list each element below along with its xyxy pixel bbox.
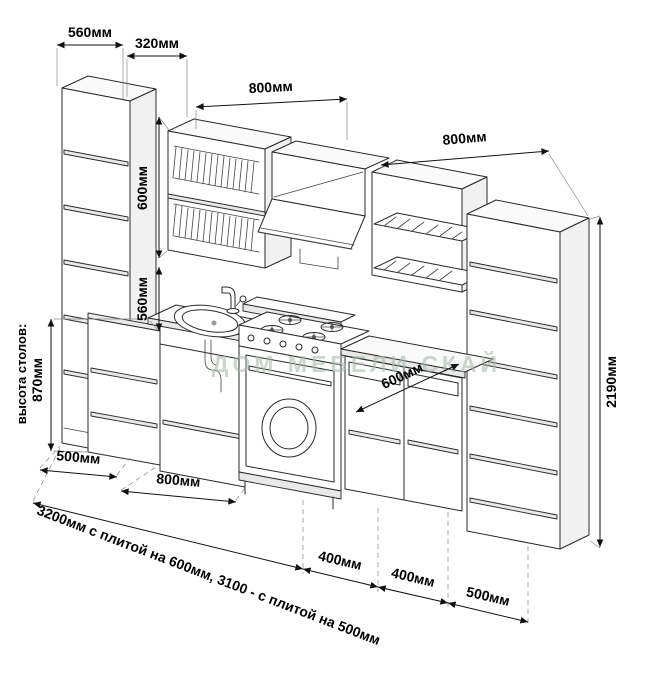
plate-rack-lower — [172, 203, 260, 253]
base-left-front — [87, 317, 161, 466]
burner — [320, 322, 344, 332]
faucet — [221, 286, 247, 314]
burner — [278, 315, 302, 325]
right-cab-shelves — [469, 261, 558, 520]
stove-feet — [244, 480, 334, 510]
glass-hatch-1 — [383, 216, 463, 240]
dim-line-500-bottom-left — [39, 467, 118, 480]
base-unit-2-front — [403, 366, 463, 512]
sink-drain — [211, 320, 217, 326]
dim-2190-label: 2190мм — [603, 356, 619, 408]
watermark-text: ДОМ МЕБЕЛИ СКАЙ — [212, 350, 501, 377]
dim-line-800-mid — [195, 95, 348, 111]
dim-500-bl-label: 500мм — [56, 447, 101, 467]
oven-window — [261, 398, 317, 458]
plate-rack-upper — [172, 145, 260, 195]
extension-lines — [32, 48, 601, 627]
base-cabinet-left — [87, 312, 161, 466]
dim-560-left-label: 560мм — [134, 277, 150, 321]
dim-560-top-label: 560мм — [68, 24, 112, 40]
dim-400-b-label: 400мм — [390, 564, 437, 590]
dim-line-400-a — [302, 567, 379, 589]
control-knobs — [247, 334, 319, 354]
base-unit-2-shelf — [407, 439, 459, 455]
right-cab-front — [466, 213, 561, 550]
dim-line-800-bottom — [120, 488, 237, 505]
oven-door-frame — [245, 354, 335, 483]
glass-shelf-cabinet — [371, 159, 488, 293]
dim-500-c-label: 500мм — [465, 583, 512, 609]
total-length-note: 3200мм с плитой на 600мм, 3100 - с плито… — [35, 502, 383, 648]
dim-line-600-counter — [355, 363, 460, 413]
dim-870-label: 870мм — [29, 358, 45, 402]
hood-handle — [258, 227, 355, 250]
dim-line-500-c — [447, 601, 529, 624]
counter-height-caption: высота столов: — [14, 324, 29, 425]
dim-400-a-label: 400мм — [317, 547, 364, 573]
hood-cabinet — [257, 140, 390, 270]
stove — [238, 296, 370, 510]
dim-line-400-b — [377, 585, 449, 605]
stove-base — [238, 471, 342, 500]
dim-320-top-label: 320мм — [135, 35, 179, 51]
dim-line-800-right — [380, 148, 550, 168]
dim-800-bl-label: 800мм — [156, 470, 201, 490]
drain-pipe — [204, 339, 222, 393]
hood-underside — [299, 248, 339, 270]
dim-800-right-label: 800мм — [442, 128, 487, 148]
dim-800-mid-label: 800мм — [248, 78, 293, 96]
right-cab-side-panel — [559, 217, 590, 550]
dimension-lines — [32, 41, 604, 624]
base-unit-1-shelf — [348, 429, 401, 445]
oven-handle — [248, 365, 332, 387]
tall-cabinet-right — [466, 199, 590, 550]
dim-line-3200 — [32, 501, 304, 571]
hood-door-line — [273, 171, 364, 198]
dim-600-left-label: 600мм — [134, 166, 150, 210]
glass-hatch-2 — [383, 260, 453, 281]
